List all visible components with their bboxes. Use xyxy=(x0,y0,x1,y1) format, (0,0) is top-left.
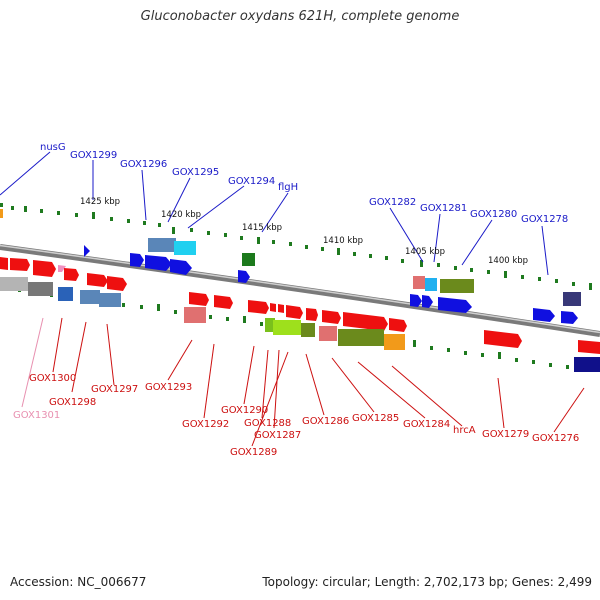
gene-label: GOX1286 xyxy=(302,416,349,427)
gene-label: nusG xyxy=(40,142,66,153)
gene-label: flgH xyxy=(278,182,298,193)
gene-label: GOX1289 xyxy=(230,447,277,458)
gene-label: GOX1282 xyxy=(369,197,416,208)
gene-label: GOX1290 xyxy=(221,405,268,416)
gene-label: GOX1293 xyxy=(145,382,192,393)
scale-label: 1425 kbp xyxy=(80,197,120,207)
upper-leader-lines xyxy=(0,151,549,276)
lower-strand-genes xyxy=(0,257,600,372)
scale-label: 1405 kbp xyxy=(405,247,445,257)
accession-text: Accession: NC_006677 xyxy=(10,575,147,589)
genome-backbone xyxy=(0,244,600,337)
gene-label: GOX1296 xyxy=(120,159,167,170)
lower-leader-lines xyxy=(21,317,585,447)
gene-label: GOX1297 xyxy=(91,384,138,395)
gene-label: GOX1285 xyxy=(352,413,399,424)
scale-label: 1400 kbp xyxy=(488,256,528,266)
map-title: Gluconobacter oxydans 621H, complete gen… xyxy=(140,9,460,24)
gene-label: GOX1288 xyxy=(244,418,291,429)
scale-label: 1410 kbp xyxy=(323,236,363,246)
lower-gene-labels: GOX1300 GOX1301 GOX1298 GOX1297 GOX1293 … xyxy=(13,373,579,458)
gene-label: GOX1279 xyxy=(482,429,529,440)
gene-label: GOX1295 xyxy=(172,167,219,178)
gene-label: GOX1294 xyxy=(228,176,275,187)
gene-label: GOX1299 xyxy=(70,150,117,161)
gene-label: GOX1284 xyxy=(403,419,450,430)
gene-label: GOX1280 xyxy=(470,209,517,220)
upper-strand-genes xyxy=(0,209,581,324)
scale-label: 1420 kbp xyxy=(161,210,201,220)
gene-label: GOX1300 xyxy=(29,373,76,384)
gene-label: GOX1287 xyxy=(254,430,301,441)
upper-scale-track xyxy=(0,203,592,290)
gene-label: GOX1301 xyxy=(13,410,60,421)
genome-info-text: Topology: circular; Length: 2,702,173 bp… xyxy=(262,575,592,589)
upper-gene-labels: nusG GOX1299 GOX1296 GOX1295 GOX1294 flg… xyxy=(40,142,568,225)
gene-label: GOX1278 xyxy=(521,214,568,225)
gene-label: GOX1292 xyxy=(182,419,229,430)
gene-label: GOX1276 xyxy=(532,433,579,444)
scale-labels: 1425 kbp 1420 kbp 1415 kbp 1410 kbp 1405… xyxy=(80,197,528,266)
gene-label: GOX1298 xyxy=(49,397,96,408)
gene-label: GOX1281 xyxy=(420,203,467,214)
scale-label: 1415 kbp xyxy=(242,223,282,233)
gene-label: hrcA xyxy=(453,425,476,436)
